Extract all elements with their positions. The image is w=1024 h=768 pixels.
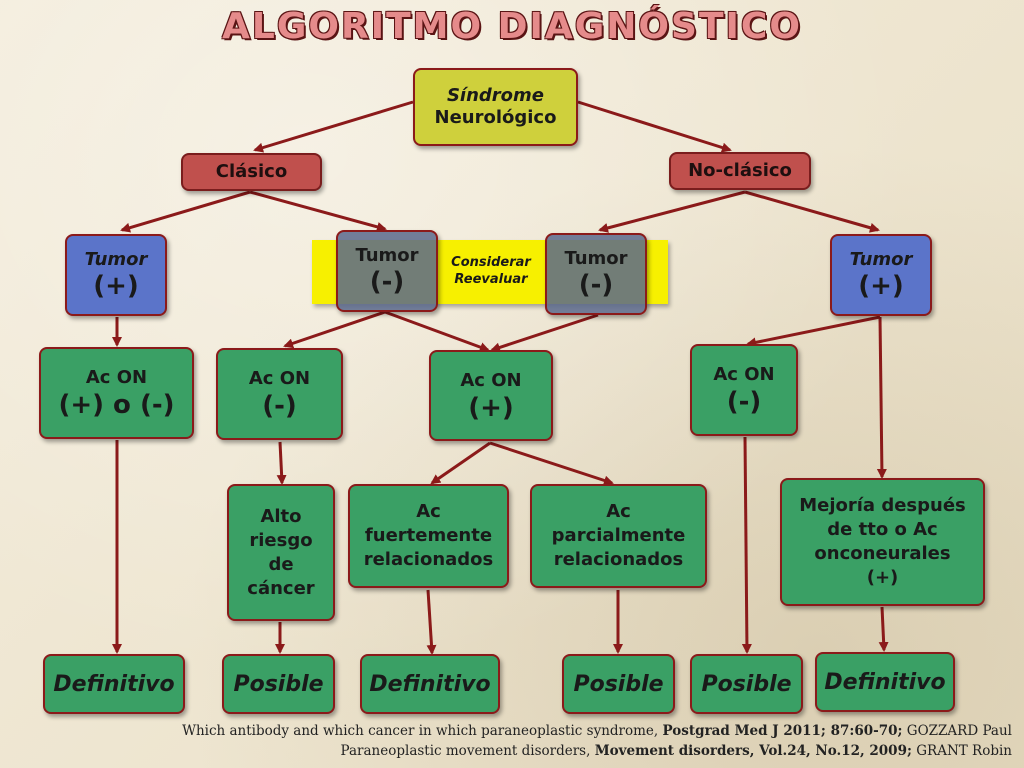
risk-line3: de [268, 553, 294, 575]
acon-sign: (-) [262, 391, 297, 421]
acon-sign: (+) o (-) [58, 390, 175, 420]
tumor-neg-left: Tumor (-) [336, 230, 438, 312]
arrow-improve-def [878, 606, 889, 652]
acon-3: Ac ON (+) [429, 350, 553, 441]
arrow-tumorneg-acon3b [490, 313, 599, 353]
cite-text: Which antibody and which cancer in which… [182, 723, 663, 739]
acon-label: Ac ON [713, 364, 775, 385]
acon-label: Ac ON [460, 369, 522, 391]
result-label: Definitivo [369, 671, 491, 697]
arrow-root-classic [253, 100, 414, 153]
strong-line3: relacionados [363, 549, 494, 570]
result-label: Posible [701, 671, 792, 697]
improve-line3: onconeurales [814, 543, 951, 564]
tumor-label: Tumor [849, 249, 913, 270]
arrow-strong-def [426, 589, 437, 655]
cite-text: Paraneoplastic movement disorders, [340, 743, 595, 759]
classic-label: Clásico [215, 161, 288, 182]
arrow-nonclassic-tumor-neg [598, 190, 746, 233]
root-node: Síndrome Neurológico [413, 68, 578, 146]
acon-label: Ac ON [248, 368, 311, 389]
citation-line2: Paraneoplastic movement disorders, Movem… [182, 741, 1012, 761]
arrow-classic-tumor-pos [120, 190, 251, 233]
risk-line4: cáncer [247, 577, 315, 599]
acon-sign: (+) [468, 392, 514, 423]
risk-line2: riesgo [249, 529, 313, 551]
strong-line2: fuertemente [364, 525, 493, 546]
tumor-pos-right: Tumor (+) [830, 234, 932, 316]
consider-line2: Reevaluar [454, 272, 528, 287]
arrow-acon2-risk [276, 441, 287, 485]
nonclassic-node: No-clásico [669, 152, 811, 190]
arrow-root-nonclassic [577, 100, 732, 153]
result-label: Definitivo [53, 671, 175, 697]
citation: Which antibody and which cancer in which… [182, 721, 1012, 761]
arrow-acon3-partial [489, 441, 614, 486]
result-label: Posible [573, 671, 664, 697]
acon-label: Ac ON [85, 367, 148, 388]
consider-text: Considerar Reevaluar [441, 254, 541, 288]
consider-line1: Considerar [451, 255, 531, 270]
result-6: Definitivo [815, 652, 955, 712]
improve-line4: (+) [866, 567, 899, 588]
arrow-acon3-strong [430, 441, 491, 485]
cite-author: GOZZARD Paul [902, 723, 1012, 739]
high-risk-node: Alto riesgo de cáncer [227, 484, 335, 621]
tumor-neg-right: Tumor (-) [545, 233, 647, 315]
improve-line2: de tto o Ac [827, 519, 938, 540]
strong-line1: Ac [416, 501, 441, 522]
nonclassic-label: No-clásico [688, 160, 792, 181]
result-1: Definitivo [43, 654, 185, 714]
acon-4: Ac ON (-) [690, 344, 798, 436]
tumor-label: Tumor [564, 248, 628, 269]
tumor-sign: (-) [578, 270, 614, 300]
acon-1: Ac ON (+) o (-) [39, 347, 194, 439]
root-line1: Síndrome [446, 85, 545, 106]
cite-author: GRANT Robin [911, 743, 1012, 759]
risk-line1: Alto [260, 505, 302, 527]
result-label: Definitivo [824, 669, 946, 695]
acon-2: Ac ON (-) [216, 348, 343, 440]
arrow-nonclassic-tumor-pos [744, 190, 880, 233]
arrow-classic-tumor-neg [249, 190, 387, 232]
tumor-label: Tumor [355, 245, 419, 266]
cite-journal: Movement disorders, Vol.24, No.12, 2009; [594, 743, 912, 759]
arrow-tumorneg-acon3a [384, 310, 490, 352]
arrow-tumorneg-acon2 [283, 310, 386, 349]
strong-node: Ac fuertemente relacionados [348, 484, 509, 588]
result-2: Posible [222, 654, 335, 714]
classic-node: Clásico [181, 153, 322, 191]
citation-line1: Which antibody and which cancer in which… [182, 721, 1012, 741]
partial-line1: Ac [606, 501, 631, 522]
arrow-tumorpos-acon4 [746, 315, 881, 348]
improve-node: Mejoría después de tto o Ac onconeurales… [780, 478, 985, 606]
arrow-tumorpos-improve [876, 316, 887, 479]
cite-journal: Postgrad Med J 2011; 87:60-70; [662, 723, 903, 739]
page-title: ALGORITMO DIAGNÓSTICO [222, 6, 802, 47]
result-4: Posible [562, 654, 675, 714]
result-label: Posible [233, 671, 324, 697]
arrow-acon4-posible [741, 436, 752, 654]
partial-node: Ac parcialmente relacionados [530, 484, 707, 588]
tumor-label: Tumor [84, 249, 148, 270]
tumor-sign: (-) [369, 267, 405, 297]
acon-sign: (-) [726, 387, 762, 417]
partial-line3: relacionados [553, 549, 684, 570]
improve-line1: Mejoría después [799, 495, 966, 516]
tumor-sign: (+) [93, 271, 139, 301]
root-line2: Neurológico [434, 107, 557, 128]
tumor-pos-left: Tumor (+) [65, 234, 167, 316]
result-5: Posible [690, 654, 803, 714]
tumor-sign: (+) [858, 271, 904, 301]
partial-line2: parcialmente [551, 525, 686, 546]
result-3: Definitivo [360, 654, 500, 714]
